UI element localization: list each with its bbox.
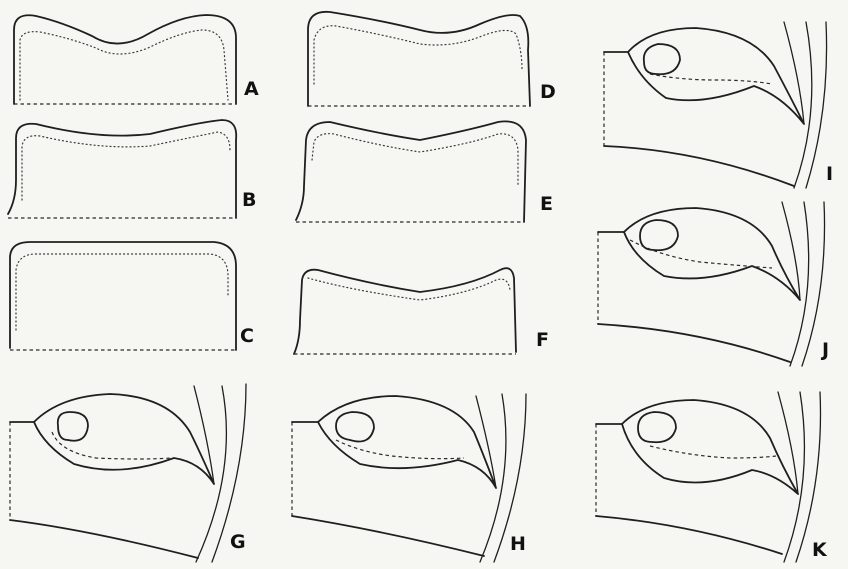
- panel-f-outline: [294, 268, 516, 354]
- panel-i-stalk-b: [794, 22, 812, 188]
- panel-f-label: F: [536, 329, 549, 351]
- panel-k-lower-edge: [596, 516, 782, 554]
- panel-i-inner-sac: [644, 44, 680, 74]
- panel-i-stalk-a: [784, 22, 804, 124]
- panel-b: B: [8, 120, 256, 218]
- panel-i-lobe: [628, 28, 804, 124]
- panel-h: H: [292, 394, 526, 562]
- panel-i-inner-dashed: [650, 74, 772, 84]
- panel-g-inner-sac: [58, 412, 88, 441]
- panel-a-inner-dotted: [20, 30, 228, 100]
- panel-a: A: [14, 15, 259, 104]
- panel-c-label: C: [240, 325, 254, 347]
- panel-d-inner-dotted: [314, 26, 522, 84]
- panel-g-stalk-a: [194, 386, 214, 484]
- panel-i-label: I: [826, 163, 833, 185]
- panel-e: E: [296, 121, 553, 222]
- panel-h-inner-dashed: [336, 440, 464, 459]
- panel-j-label: J: [820, 339, 829, 361]
- panel-j: J: [598, 202, 829, 366]
- panel-b-inner-dotted: [22, 132, 230, 200]
- panel-j-inner-sac: [640, 220, 678, 250]
- panel-h-label: H: [510, 533, 526, 555]
- panel-d-label: D: [540, 81, 556, 103]
- panel-e-inner-dotted: [312, 134, 518, 186]
- panel-j-lower-edge: [598, 324, 790, 362]
- panel-b-label: B: [242, 189, 256, 211]
- panel-h-lobe: [318, 396, 496, 488]
- panel-a-label: A: [244, 78, 259, 100]
- panel-i: I: [604, 22, 833, 188]
- panel-d-outline: [308, 12, 530, 106]
- panel-f: F: [294, 268, 549, 354]
- panel-g-lobe: [34, 394, 214, 484]
- panel-d: D: [308, 12, 556, 106]
- panel-e-label: E: [540, 193, 553, 215]
- panel-j-inner-dashed: [630, 240, 772, 268]
- panel-g: G: [10, 384, 246, 562]
- panel-k-label: K: [812, 539, 828, 561]
- panel-g-label: G: [230, 531, 246, 553]
- panel-a-outline: [14, 15, 236, 104]
- panel-k-stalk-b: [784, 392, 804, 562]
- panel-k-stalk-a: [778, 392, 798, 494]
- panel-c-inner-dotted: [16, 254, 228, 330]
- panel-h-inner-sac: [336, 412, 374, 442]
- panel-c-outline: [10, 242, 236, 350]
- panel-k: K: [596, 392, 828, 562]
- panel-k-inner-dashed: [650, 446, 776, 458]
- panel-c: C: [10, 242, 254, 350]
- panel-i-lower-edge: [604, 146, 794, 186]
- panel-g-inner-dashed: [52, 432, 172, 459]
- panel-e-outline: [296, 121, 526, 222]
- panel-k-inner-sac: [638, 412, 676, 442]
- panel-f-inner-dotted: [308, 278, 510, 300]
- panel-h-lower-edge: [292, 516, 484, 556]
- panel-k-stalk-c: [796, 392, 821, 562]
- panel-g-lower-edge: [10, 520, 198, 558]
